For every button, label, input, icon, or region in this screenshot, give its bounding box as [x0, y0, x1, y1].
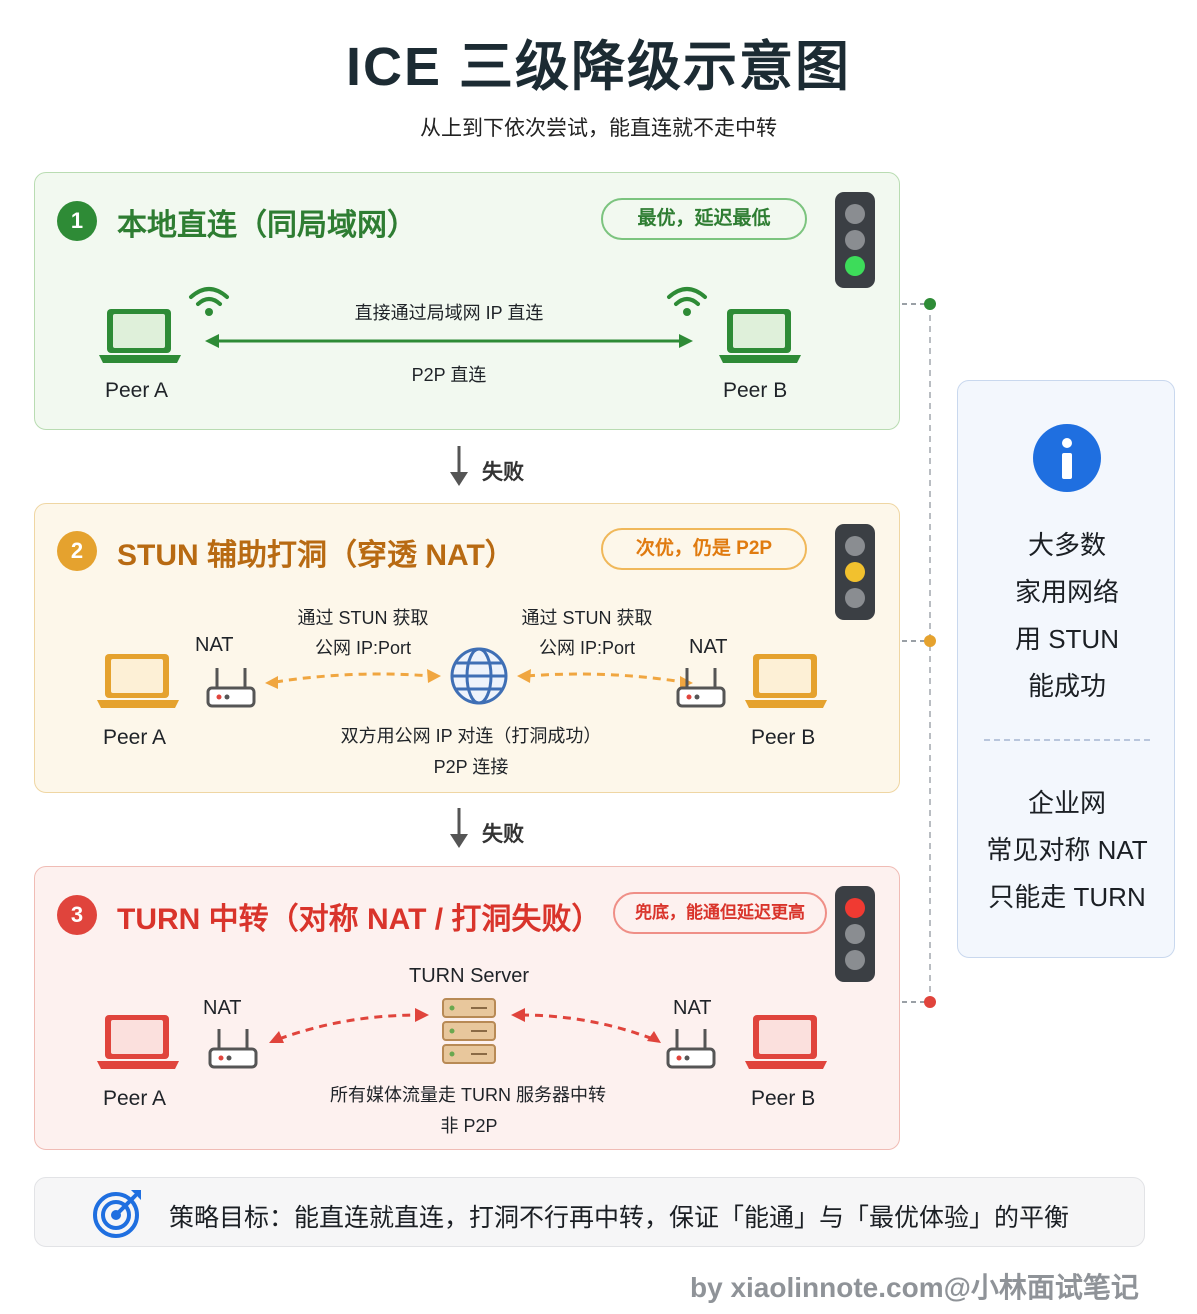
side-info-line3: 用 STUN: [1014, 624, 1119, 654]
level2-left-label-1: 通过 STUN 获取: [297, 608, 429, 628]
level2-peer-a-label: Peer A: [103, 726, 167, 749]
level3-nat-right-label: NAT: [673, 997, 712, 1019]
level1-peer-b-label: Peer B: [723, 379, 788, 402]
level3-bottom-label-2: 非 P2P: [440, 1116, 498, 1136]
level2-right-label-2: 公网 IP:Port: [538, 638, 636, 658]
level2-badge: 次优，仍是 P2P: [601, 528, 807, 570]
level1-badge: 最优，延迟最低: [601, 198, 807, 240]
level3-peer-b-label: Peer B: [751, 1087, 816, 1110]
level2-nat-left-label: NAT: [195, 634, 234, 656]
level2-nat-right-label: NAT: [689, 636, 728, 658]
side-info-panel: 大多数 家用网络 用 STUN 能成功 企业网 常见对称 NAT 只能走 TUR…: [957, 380, 1175, 958]
server-icon: [442, 998, 496, 1064]
laptop-icon: [745, 654, 827, 708]
laptop-icon: [97, 1015, 179, 1069]
level2-left-label-2: 公网 IP:Port: [314, 638, 412, 658]
timeline-connector: [902, 298, 936, 1008]
target-icon: [93, 1190, 141, 1238]
level1-bottom-label: P2P 直连: [411, 365, 487, 385]
level2-bottom-label-1: 双方用公网 IP 对连（打洞成功）: [340, 726, 602, 746]
fail-label: 失败: [482, 823, 524, 846]
info-icon: [1033, 424, 1101, 492]
laptop-icon: [719, 309, 801, 363]
page-title: ICE 三级降级示意图: [345, 37, 852, 97]
laptop-icon: [745, 1015, 827, 1069]
side-info-line4: 能成功: [1027, 671, 1106, 701]
turn-right-arrow: [511, 1008, 661, 1043]
level3-server-label: TURN Server: [408, 965, 529, 987]
router-icon: [666, 1029, 716, 1069]
traffic-light-yellow-icon: [835, 524, 875, 620]
level1-peer-a-label: Peer A: [105, 379, 169, 402]
wifi-icon: [189, 287, 229, 316]
fail-label: 失败: [482, 461, 524, 484]
level2-number-badge: 2: [57, 531, 97, 571]
level2-right-label-1: 通过 STUN 获取: [521, 608, 653, 628]
level2-bottom-label-2: P2P 连接: [433, 757, 509, 777]
level1-title: 本地直连（同局域网）: [117, 209, 417, 242]
turn-left-arrow: [269, 1008, 429, 1043]
router-icon: [676, 668, 726, 708]
level2-panel: 2 STUN 辅助打洞（穿透 NAT） 次优，仍是 P2P Peer A NAT…: [34, 503, 900, 793]
side-info-line7: 只能走 TURN: [988, 882, 1146, 912]
down-arrow-icon: [450, 446, 468, 486]
level3-number-badge: 3: [57, 895, 97, 935]
direct-connection-arrow: [205, 334, 693, 348]
traffic-light-green-icon: [835, 192, 875, 288]
side-info-line1: 大多数: [1027, 530, 1106, 560]
level3-nat-left-label: NAT: [203, 997, 242, 1019]
down-arrow-icon: [450, 808, 468, 848]
wifi-icon: [667, 287, 707, 316]
level3-title: TURN 中转（对称 NAT / 打洞失败）: [117, 903, 602, 936]
side-info-line2: 家用网络: [1014, 577, 1119, 607]
level1-top-label: 直接通过局域网 IP 直连: [354, 303, 544, 323]
laptop-icon: [97, 654, 179, 708]
level3-bottom-label-1: 所有媒体流量走 TURN 服务器中转: [330, 1085, 606, 1105]
strategy-bar: 策略目标：能直连就直连，打洞不行再中转，保证「能通」与「最优体验」的平衡: [34, 1177, 1145, 1247]
level3-badge: 兜底，能通但延迟更高: [613, 892, 827, 934]
level1-number-badge: 1: [57, 201, 97, 241]
level3-panel: 3 TURN 中转（对称 NAT / 打洞失败） 兜底，能通但延迟更高 Peer…: [34, 866, 900, 1150]
side-info-line6: 常见对称 NAT: [986, 835, 1148, 865]
globe-icon: [450, 647, 508, 705]
stun-left-arrow: [265, 669, 441, 689]
router-icon: [208, 1029, 258, 1069]
router-icon: [206, 668, 256, 708]
watermark: by xiaolinnote.com@小林面试笔记: [690, 1272, 1139, 1303]
level3-peer-a-label: Peer A: [103, 1087, 167, 1110]
stun-right-arrow: [517, 669, 693, 689]
level1-panel: 1 本地直连（同局域网） 最优，延迟最低 Peer A Peer B 直接通过局…: [34, 172, 900, 430]
side-info-line5: 企业网: [1027, 788, 1106, 818]
strategy-text: 策略目标：能直连就直连，打洞不行再中转，保证「能通」与「最优体验」的平衡: [169, 1204, 1070, 1232]
side-divider: [984, 739, 1150, 741]
page-subtitle: 从上到下依次尝试，能直连就不走中转: [420, 117, 777, 140]
level2-title: STUN 辅助打洞（穿透 NAT）: [117, 539, 515, 572]
traffic-light-red-icon: [835, 886, 875, 982]
laptop-icon: [99, 309, 181, 363]
level2-peer-b-label: Peer B: [751, 726, 816, 749]
